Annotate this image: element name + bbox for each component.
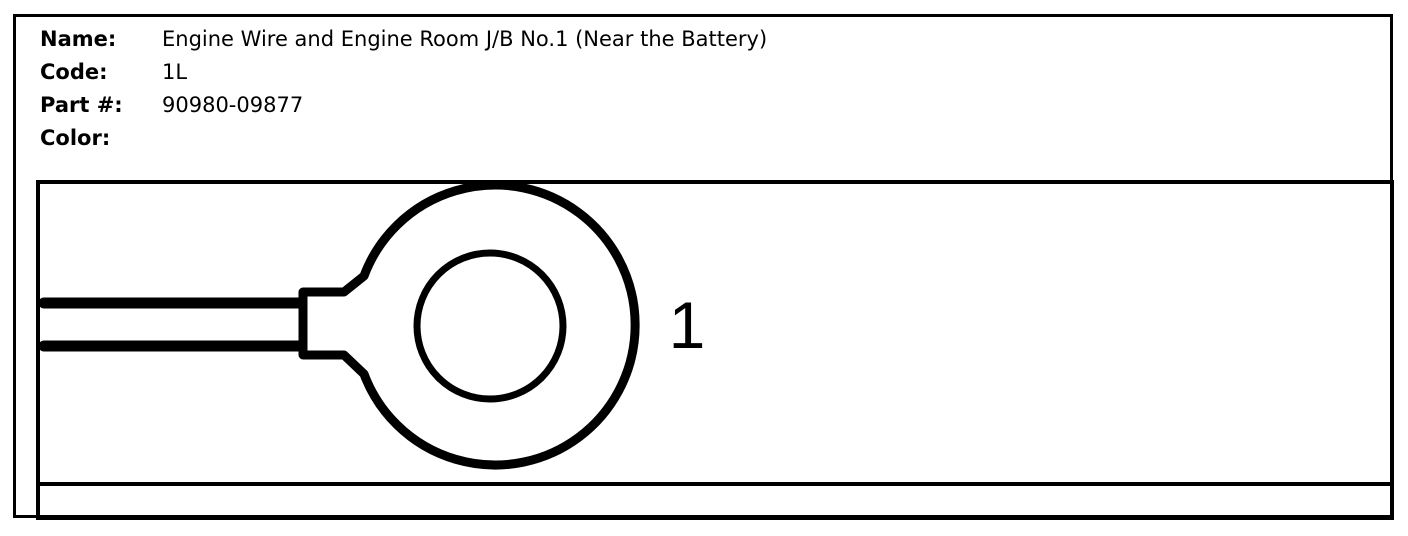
name-label: Name:	[40, 27, 117, 51]
ring-terminal-hole	[413, 249, 567, 403]
part-value: 90980-09877	[162, 93, 304, 117]
ring-terminal-outline	[298, 180, 640, 470]
code-label: Code:	[40, 60, 108, 84]
terminal-number-label: 1	[669, 288, 706, 362]
part-label: Part #:	[40, 93, 123, 117]
color-label: Color:	[40, 126, 111, 150]
diagram-footer-divider	[36, 482, 1394, 486]
code-value: 1L	[162, 60, 188, 84]
connector-diagram-frame	[36, 180, 1394, 520]
name-value: Engine Wire and Engine Room J/B No.1 (Ne…	[162, 27, 768, 51]
